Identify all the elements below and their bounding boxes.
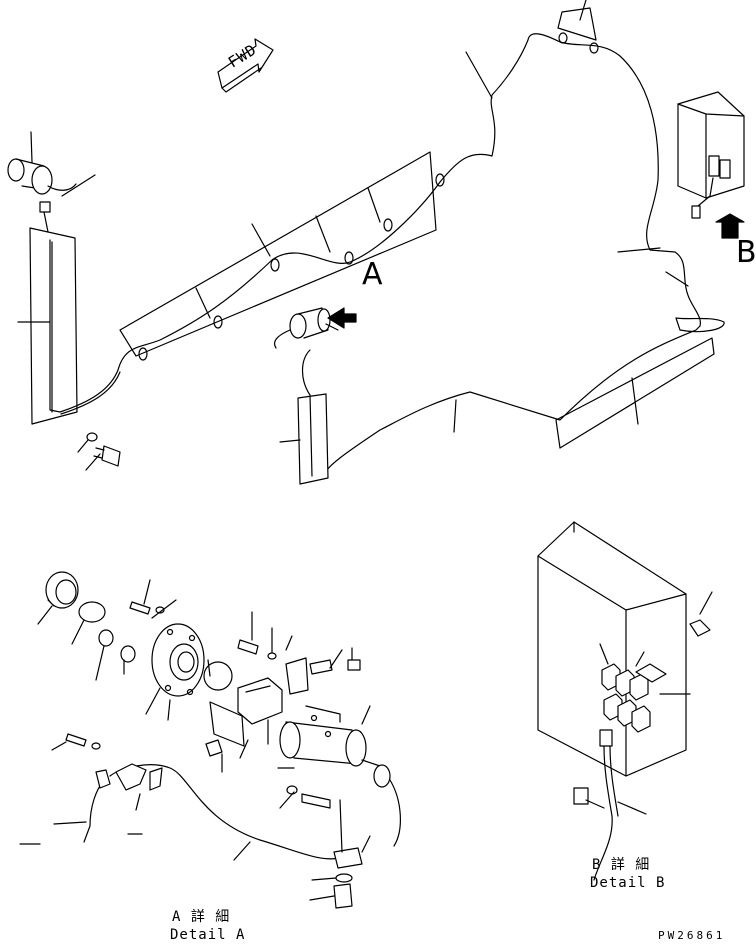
side-panel-mid xyxy=(297,393,329,485)
clip-loop xyxy=(435,173,445,187)
detail-b-title: Detail B xyxy=(590,875,666,891)
view-a-arrow-icon xyxy=(327,307,357,329)
view-b-arrow-icon xyxy=(715,213,745,239)
horn-solenoid-left xyxy=(7,158,77,233)
relay-box-upper xyxy=(677,91,745,219)
clip-loop xyxy=(270,258,280,272)
bolt-icon xyxy=(237,639,259,655)
drawing-code: PW26861 xyxy=(658,929,726,942)
hex-nut-icon xyxy=(347,659,361,671)
bolt-icon xyxy=(301,793,331,809)
o-ring-icon xyxy=(203,661,233,691)
clip-loop xyxy=(138,347,148,361)
bolt-icon xyxy=(205,739,223,757)
clip-loop xyxy=(383,218,393,232)
detail-a-title: Detail A xyxy=(170,927,246,943)
bolt-icon xyxy=(65,733,87,747)
detail-a-kanji: A 詳 細 xyxy=(172,909,231,925)
detail-b-drawing xyxy=(537,521,713,881)
horn-solenoid-center xyxy=(273,307,339,349)
clip-loop xyxy=(558,32,568,44)
bolt-icon xyxy=(129,601,151,615)
lower-plate xyxy=(555,337,715,449)
detail-b-kanji: B 詳 細 xyxy=(592,857,651,873)
view-a-letter: A xyxy=(362,257,383,292)
slanted-panel xyxy=(119,151,437,357)
view-b-letter: B xyxy=(736,235,756,270)
clip-loop xyxy=(344,251,354,265)
relay-icon xyxy=(601,663,651,733)
side-panel-left xyxy=(29,227,78,425)
wiring-harness-upper xyxy=(7,0,745,485)
bolt-icon xyxy=(93,445,121,467)
clip-loop xyxy=(213,315,223,329)
washer-icon xyxy=(86,432,98,442)
o-ring-icon xyxy=(78,601,106,623)
clip-loop xyxy=(589,42,599,54)
bolt-icon xyxy=(333,883,353,909)
fwd-arrow-icon xyxy=(217,38,274,93)
detail-a-drawing xyxy=(19,571,401,909)
